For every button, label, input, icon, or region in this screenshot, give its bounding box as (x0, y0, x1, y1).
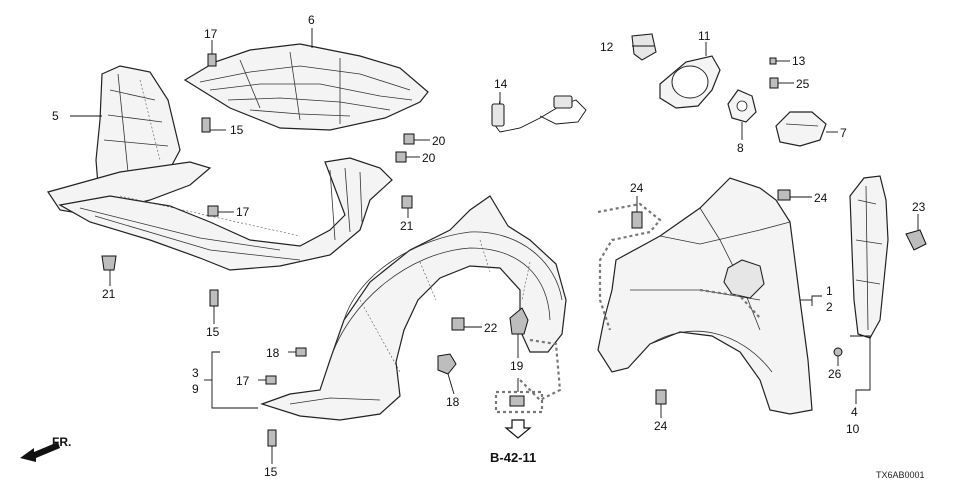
callout-17-low: 17 (236, 374, 250, 388)
callout-23: 23 (912, 200, 926, 214)
callout-6: 6 (308, 13, 315, 27)
callout-19: 19 (510, 359, 524, 373)
callout-20-upper: 20 (432, 134, 446, 148)
callout-17-mid: 17 (236, 205, 250, 219)
callout-3: 3 (192, 366, 199, 380)
callout-26: 26 (828, 367, 842, 381)
callout-22: 22 (484, 321, 498, 335)
callout-21-left: 21 (102, 287, 116, 301)
callout-11: 11 (698, 29, 711, 43)
callout-10: 10 (846, 422, 860, 436)
engine-under-cover-upper (183, 43, 429, 131)
callout-18-left: 18 (266, 346, 280, 360)
callout-13: 13 (792, 54, 806, 68)
callout-8: 8 (737, 141, 744, 155)
callout-17-top: 17 (204, 27, 218, 41)
lower-under-cover (47, 157, 393, 271)
grommet-8 (727, 89, 757, 123)
callout-9: 9 (192, 382, 199, 396)
callout-14: 14 (494, 77, 508, 91)
callout-5: 5 (52, 109, 59, 123)
callout-2: 2 (826, 300, 833, 314)
sensor-harness (491, 95, 587, 133)
fuel-filler-ring (659, 55, 721, 109)
bracket-7 (775, 111, 827, 147)
callout-25: 25 (796, 77, 810, 91)
fasteners (101, 53, 927, 447)
front-fender (597, 177, 813, 415)
clip-12 (631, 33, 657, 61)
callout-24-bottom: 24 (654, 419, 668, 433)
callout-21-right: 21 (400, 219, 414, 233)
callout-7: 7 (840, 126, 847, 140)
callout-12: 12 (600, 40, 614, 54)
callout-labels: 5 6 17 15 20 20 21 17 21 15 22 19 18 18 … (52, 13, 926, 479)
callout-15-upper: 15 (230, 123, 244, 137)
callout-18-right: 18 (446, 395, 460, 409)
callout-15-mid: 15 (206, 325, 220, 339)
callout-24-top: 24 (630, 181, 644, 195)
leader-lines (70, 28, 919, 464)
inner-fender-liner (260, 195, 567, 421)
reference-label: B-42-11 (490, 450, 536, 465)
callout-4: 4 (851, 405, 858, 419)
fender-bracket (849, 175, 889, 339)
figure-code: TX6AB0001 (876, 470, 925, 480)
front-arrow: FR. (20, 435, 71, 462)
callout-24-right: 24 (814, 191, 828, 205)
front-label: FR. (52, 435, 71, 449)
reference-arrow: B-42-11 (490, 419, 536, 465)
callout-15-low: 15 (264, 465, 278, 479)
callout-1: 1 (826, 284, 833, 298)
callout-20-lower: 20 (422, 151, 436, 165)
